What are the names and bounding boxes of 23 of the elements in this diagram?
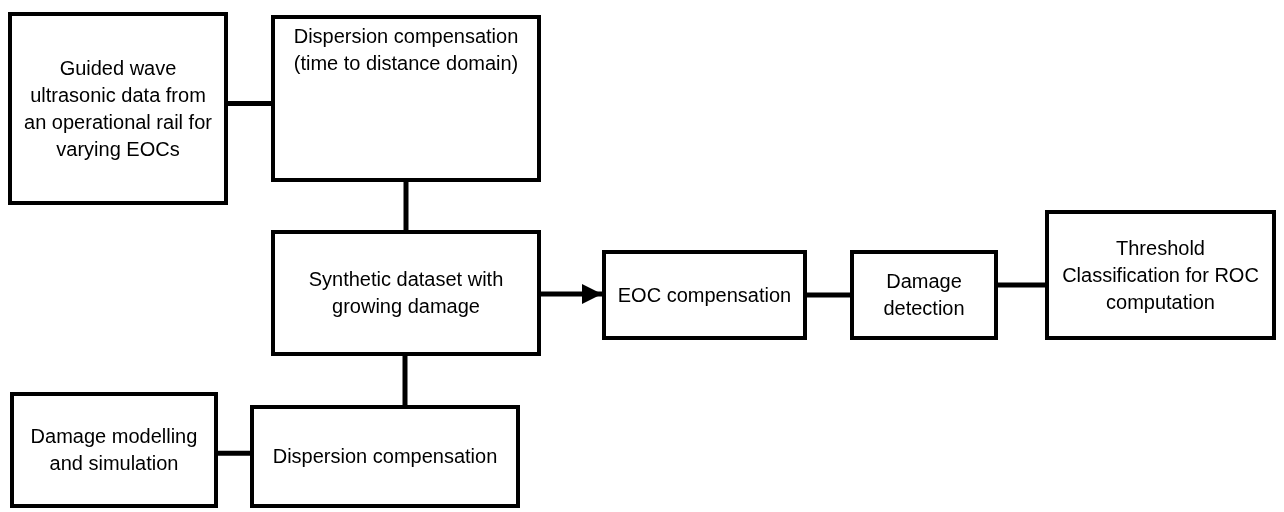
box-label: Damage detection: [882, 269, 966, 321]
box-label: Synthetic dataset with growing damage: [307, 267, 505, 319]
process-box: [602, 250, 807, 340]
box-label: Dispersion compensation (time to distance domain): [292, 24, 520, 76]
connector-line: [218, 450, 250, 456]
connector-line: [228, 101, 271, 106]
connector-line: [807, 292, 850, 298]
connector-line: [402, 356, 408, 405]
process-box: [1045, 210, 1276, 340]
process-box: [250, 405, 520, 508]
box-label: Dispersion compensation: [272, 444, 498, 469]
box-label: Threshold Classification for ROC computation: [1061, 235, 1260, 315]
arrow: [541, 284, 602, 304]
process-box: [10, 392, 218, 508]
box-label: Damage modelling and simulation: [29, 424, 199, 476]
box-label: EOC compensation: [617, 282, 792, 308]
process-box: [271, 15, 541, 182]
process-box: [850, 250, 998, 340]
box-label: Guided wave ultrasonic data from an operational rail for varying EOCs: [23, 55, 213, 162]
process-box: [271, 230, 541, 356]
connector-line: [998, 282, 1045, 288]
connector-line: [403, 182, 409, 230]
process-box: [8, 12, 228, 205]
